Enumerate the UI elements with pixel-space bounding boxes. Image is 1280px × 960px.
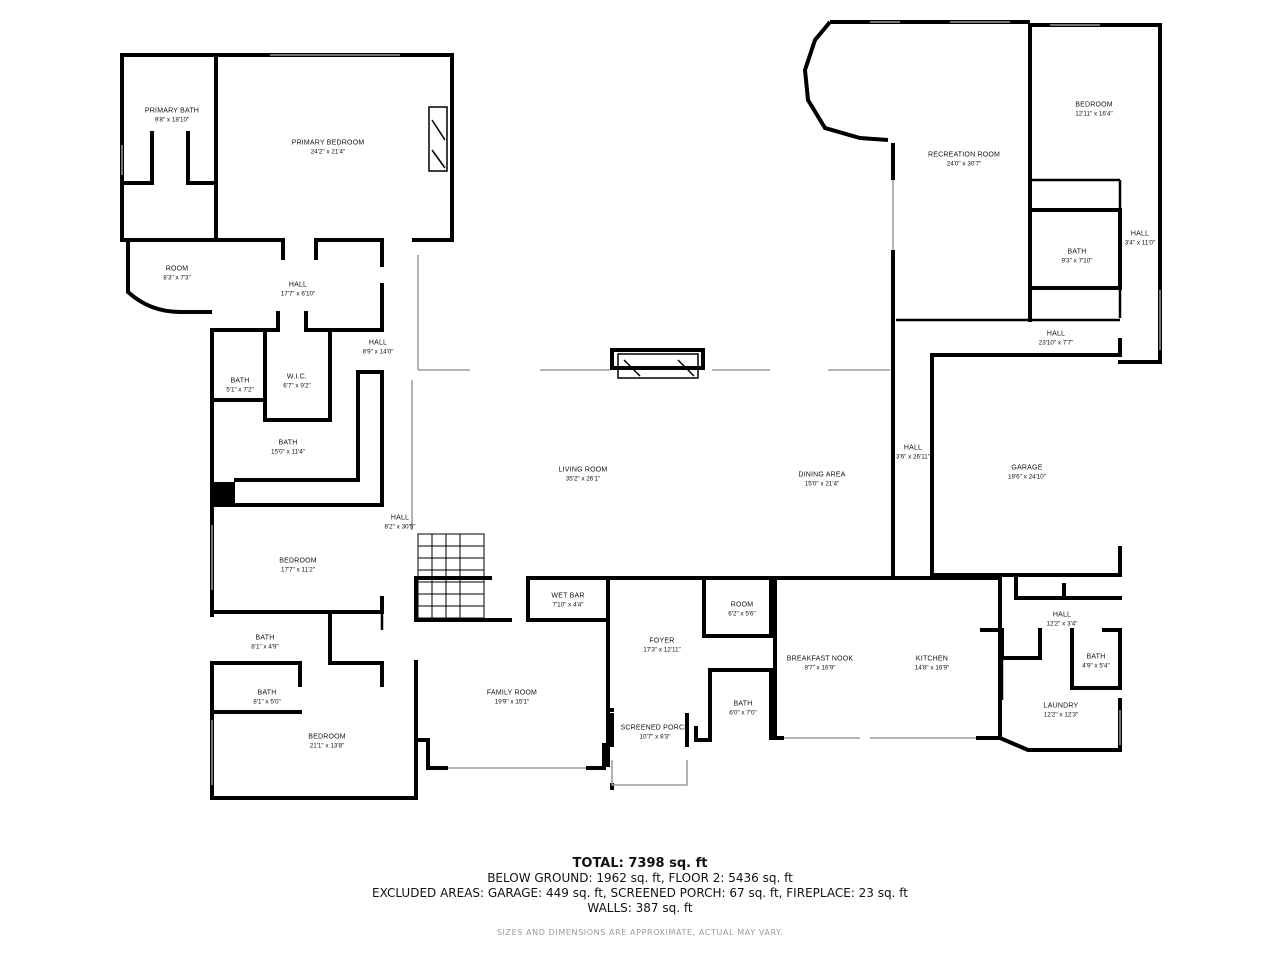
exterior-walls [120, 23, 1162, 800]
interior-walls [380, 178, 1122, 700]
disclaimer: SIZES AND DIMENSIONS ARE APPROXIMATE, AC… [496, 928, 784, 937]
area-totals: TOTAL: 7398 sq. ft BELOW GROUND: 1962 sq… [0, 856, 1280, 916]
total-area: TOTAL: 7398 sq. ft [572, 856, 708, 871]
windows [121, 21, 1161, 786]
below-ground-area: BELOW GROUND: 1962 sq. ft, FLOOR 2: 5436… [487, 871, 793, 885]
room-label-wic: W.I.C.6'7" x 9'2" [283, 373, 311, 390]
stairs [417, 533, 485, 619]
walls-area: WALLS: 387 sq. ft [587, 901, 693, 915]
structural-column [213, 482, 235, 504]
excluded-areas: EXCLUDED AREAS: GARAGE: 449 sq. ft, SCRE… [372, 886, 908, 900]
fireplace-symbol [428, 106, 699, 379]
